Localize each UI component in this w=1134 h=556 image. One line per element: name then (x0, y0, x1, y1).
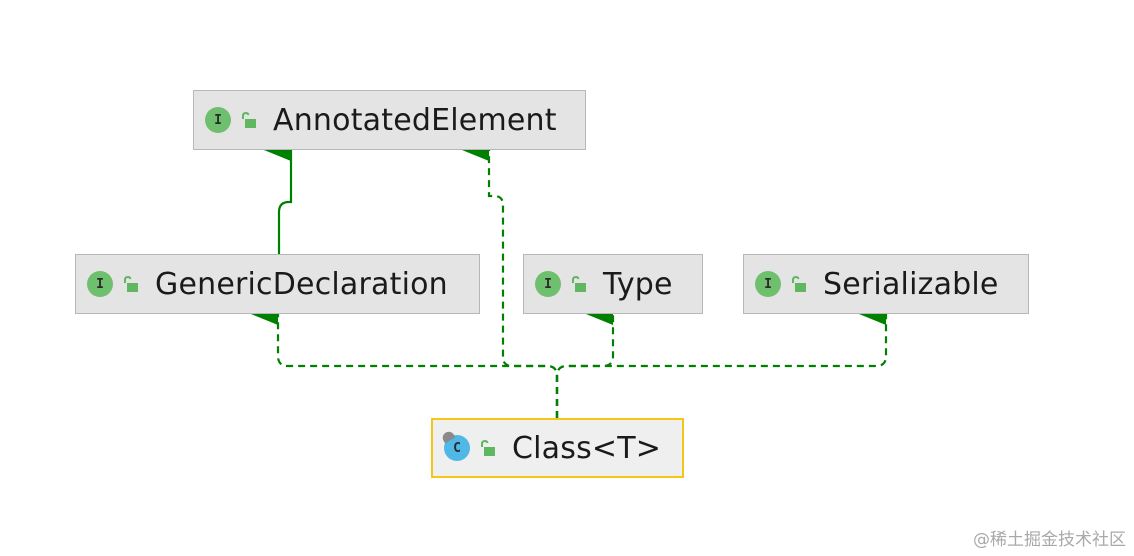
interface-icon: I (535, 271, 561, 297)
interface-icon: I (205, 107, 231, 133)
watermark: @稀土掘金技术社区 (973, 530, 1126, 550)
interface-icon: I (755, 271, 781, 297)
node-serializable[interactable]: I Serializable (743, 254, 1029, 314)
public-lock-icon (124, 275, 138, 292)
node-label: Serializable (823, 266, 999, 302)
node-label: Type (603, 266, 673, 302)
class-kind-letter: C (453, 440, 461, 456)
node-class[interactable]: C Class<T> (431, 418, 684, 478)
node-generic-declaration[interactable]: I GenericDeclaration (75, 254, 480, 314)
node-label: AnnotatedElement (273, 102, 557, 138)
public-lock-icon (242, 111, 256, 128)
edge-generic-to-annotated (264, 139, 293, 254)
node-type[interactable]: I Type (523, 254, 703, 314)
abstract-class-icon: C (440, 429, 470, 461)
node-label: Class<T> (512, 430, 662, 466)
edge-class-to-generic (251, 303, 559, 418)
node-label: GenericDeclaration (155, 266, 448, 302)
public-lock-icon (481, 439, 495, 456)
edge-class-to-serializable (555, 303, 888, 418)
public-lock-icon (572, 275, 586, 292)
public-lock-icon (792, 275, 806, 292)
node-annotated-element[interactable]: I AnnotatedElement (193, 90, 586, 150)
interface-icon: I (87, 271, 113, 297)
